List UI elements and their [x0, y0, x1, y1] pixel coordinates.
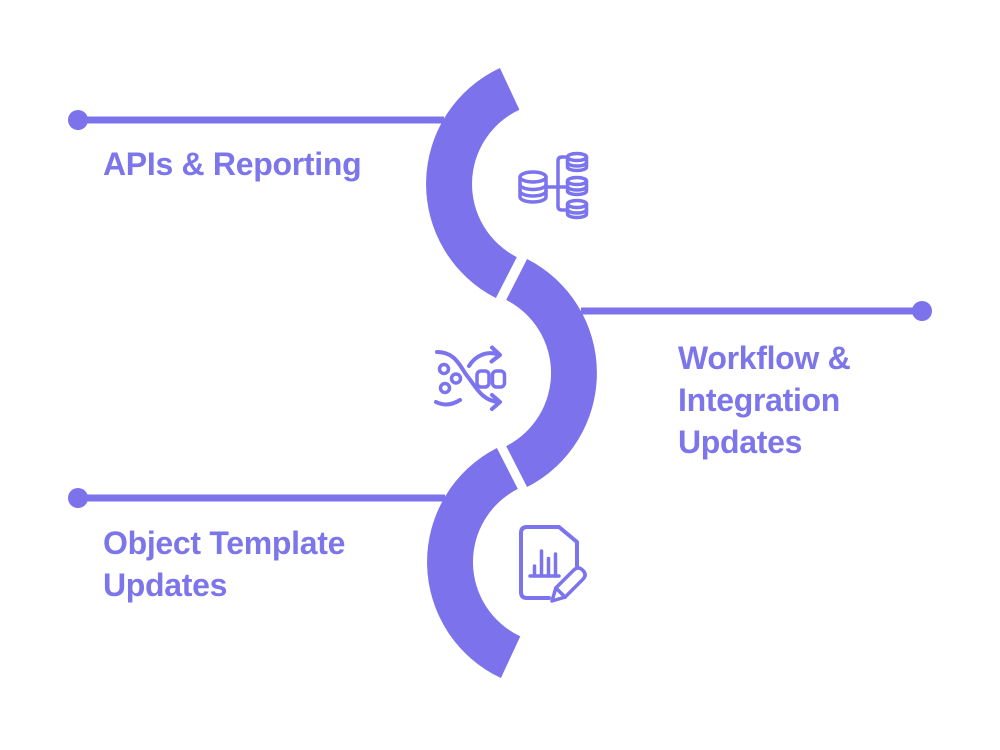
node-circle-apis-reporting: [490, 120, 618, 248]
database-distribution-icon: [518, 151, 589, 220]
label-line: APIs & Reporting: [103, 146, 362, 182]
node-circle-workflow-integration: [405, 309, 533, 437]
document-edit-icon: [519, 525, 587, 603]
arc-segment-middle: [506, 259, 597, 487]
label-object-template-updates: Object Template Updates: [103, 522, 345, 606]
label-line: Workflow &: [678, 340, 851, 376]
label-line: Object Template: [103, 525, 346, 561]
connector-dot-apis-reporting: [68, 110, 88, 130]
arc-segment-top: [426, 68, 520, 298]
arc-segment-bottom: [427, 448, 521, 678]
label-line: Updates: [678, 424, 803, 460]
connector-dot-object-template: [68, 488, 88, 508]
label-line: Updates: [103, 567, 228, 603]
label-line: Integration: [678, 382, 841, 418]
label-workflow-integration-updates: Workflow & Integration Updates: [678, 337, 851, 463]
data-transformation-icon: [434, 345, 507, 411]
label-apis-reporting: APIs & Reporting: [103, 143, 362, 185]
connector-dot-workflow-integration: [912, 301, 932, 321]
